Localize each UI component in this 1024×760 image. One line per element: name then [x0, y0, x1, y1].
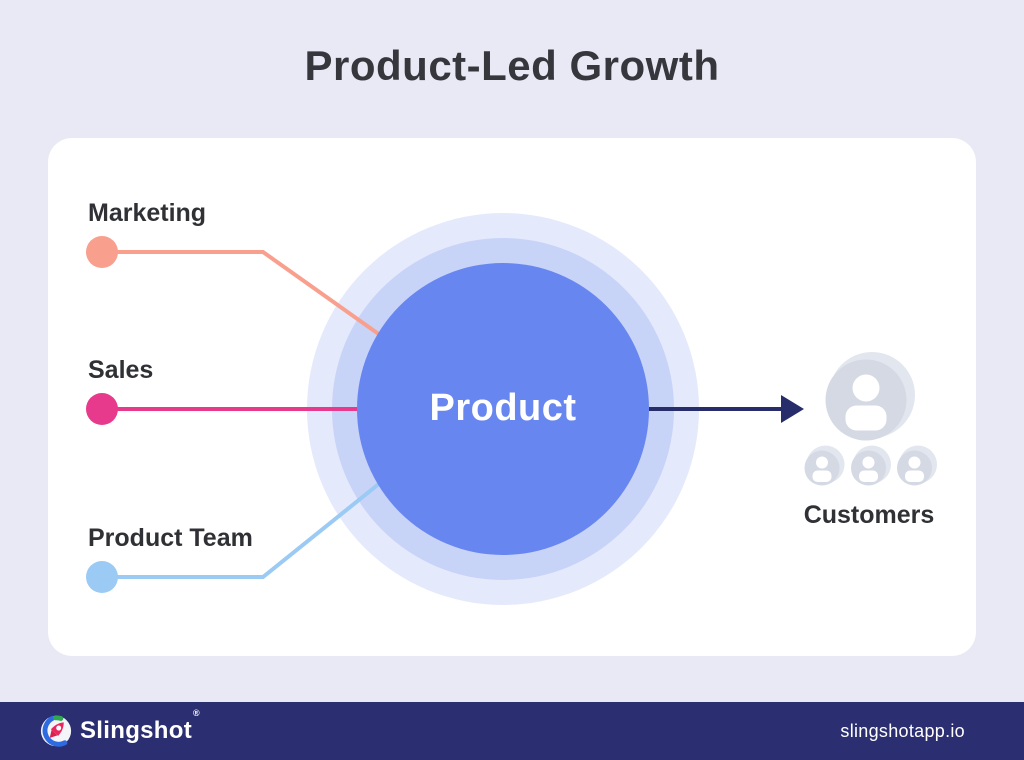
marketing-dot-icon: [86, 236, 118, 268]
diagram-card: Marketing Sales Product Team Product Cus…: [48, 138, 976, 656]
arrow-right-icon: [649, 395, 804, 423]
product-circle: [357, 263, 649, 555]
brand: Slingshot®: [40, 708, 200, 747]
plg-diagram: [86, 213, 937, 605]
customer-avatar-small-icon: [804, 445, 845, 486]
customers-label: Customers: [803, 501, 935, 529]
customer-avatar-large-icon: [825, 352, 915, 441]
marketing-connector-line: [102, 250, 382, 337]
product-label: Product: [429, 387, 577, 429]
footer: Slingshot® slingshotapp.io: [0, 702, 1024, 760]
sales-label: Sales: [88, 356, 154, 384]
registered-trademark-mark: ®: [193, 708, 200, 718]
customer-avatar-small-icon: [851, 445, 891, 486]
marketing-label: Marketing: [88, 199, 207, 227]
footer-url[interactable]: slingshotapp.io: [840, 720, 965, 741]
customer-avatar-small-icon: [897, 445, 937, 486]
product-team-dot-icon: [86, 561, 118, 593]
brand-name: Slingshot®: [80, 708, 200, 745]
slingshot-logo-icon: [40, 715, 72, 747]
page-title: Product-Led Growth: [304, 42, 720, 89]
sales-dot-icon: [86, 393, 118, 425]
brand-text: Slingshot: [80, 717, 193, 744]
product-team-connector-line: [102, 481, 382, 579]
product-team-label: Product Team: [88, 524, 253, 552]
